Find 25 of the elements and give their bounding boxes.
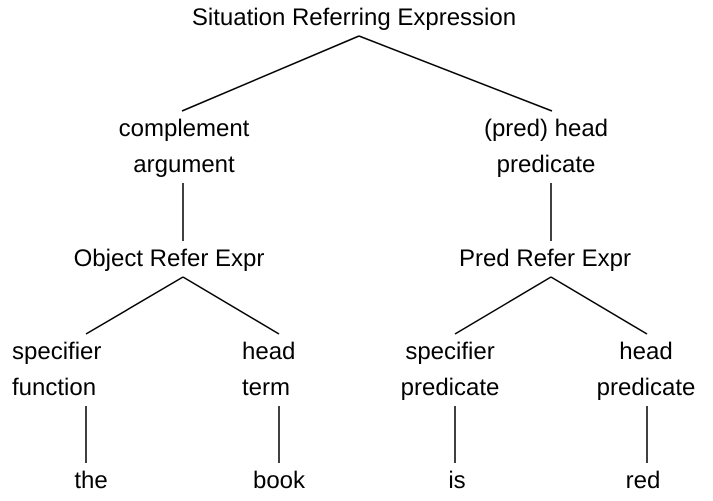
tree-label: head predicate (596, 337, 696, 403)
tree-label: Object Refer Expr (72, 244, 266, 274)
tree-branch-line (550, 276, 648, 335)
tree-label: book (252, 466, 306, 496)
tree-label: is (447, 466, 467, 496)
tree-label: (pred) head predicate (482, 114, 610, 180)
tree-branch-line (86, 276, 184, 335)
tree-branch-line (182, 183, 184, 241)
tree-label: Situation Referring Expression (190, 3, 518, 33)
tree-branch-line (454, 276, 552, 335)
tree-branch-line (454, 406, 456, 463)
tree-label: specifier predicate (400, 337, 500, 403)
tree-label: the (73, 466, 109, 496)
tree-label: Pred Refer Expr (458, 244, 632, 274)
tree-branch-line (550, 183, 552, 241)
tree-label: complement argument (118, 114, 250, 180)
tree-label: head term (242, 337, 296, 403)
tree-label: specifier function (12, 337, 102, 403)
tree-branch-line (646, 406, 648, 463)
tree-branch-line (85, 406, 87, 463)
tree-branch-line (358, 35, 552, 112)
tree-label: red (624, 466, 662, 496)
tree-branch-line (182, 35, 360, 112)
tree-branch-line (278, 406, 280, 463)
tree-branch-line (182, 276, 280, 335)
